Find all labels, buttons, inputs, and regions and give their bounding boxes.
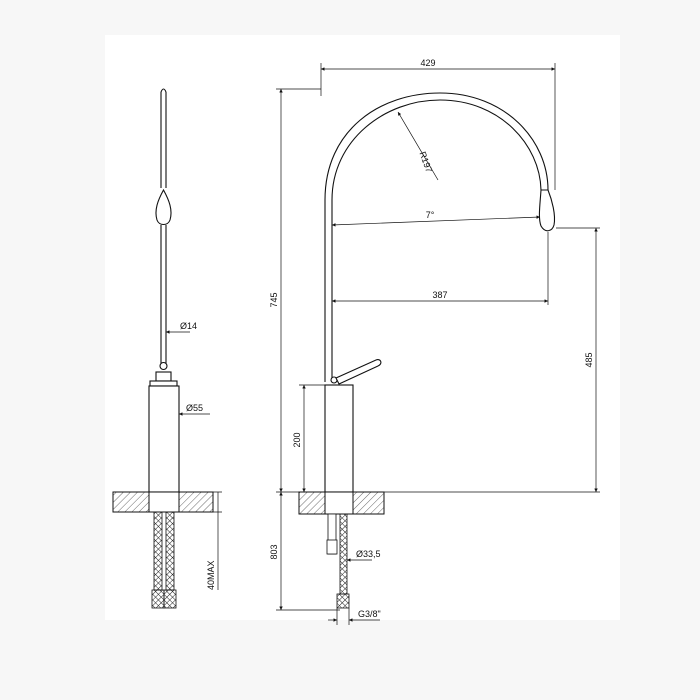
- front-body: [324, 384, 354, 493]
- side-body: [148, 385, 180, 493]
- dim-reach-387: 387: [432, 290, 447, 300]
- dim-height-803: 803: [269, 544, 279, 559]
- dim-body-200: 200: [292, 432, 302, 447]
- front-view: [276, 63, 600, 625]
- dim-height-485: 485: [584, 352, 594, 367]
- dim-angle-7: 7°: [426, 210, 435, 220]
- dim-thread-g38: G3/8": [358, 609, 381, 619]
- drawing-area: [105, 35, 620, 620]
- aerator-drop-icon: [155, 188, 172, 226]
- gooseneck-spout: [324, 92, 549, 382]
- dim-width-429: 429: [420, 58, 435, 68]
- dim-height-745: 745: [269, 292, 279, 307]
- dim-dia-55: Ø55: [186, 403, 203, 413]
- lever-handle: [335, 359, 382, 385]
- dim-dia-33-5: Ø33,5: [356, 549, 381, 559]
- spout-tip-icon: [538, 189, 556, 232]
- dim-40-max: 40MAX: [206, 560, 216, 590]
- side-view: [112, 88, 222, 609]
- dim-dia-14: Ø14: [180, 321, 197, 331]
